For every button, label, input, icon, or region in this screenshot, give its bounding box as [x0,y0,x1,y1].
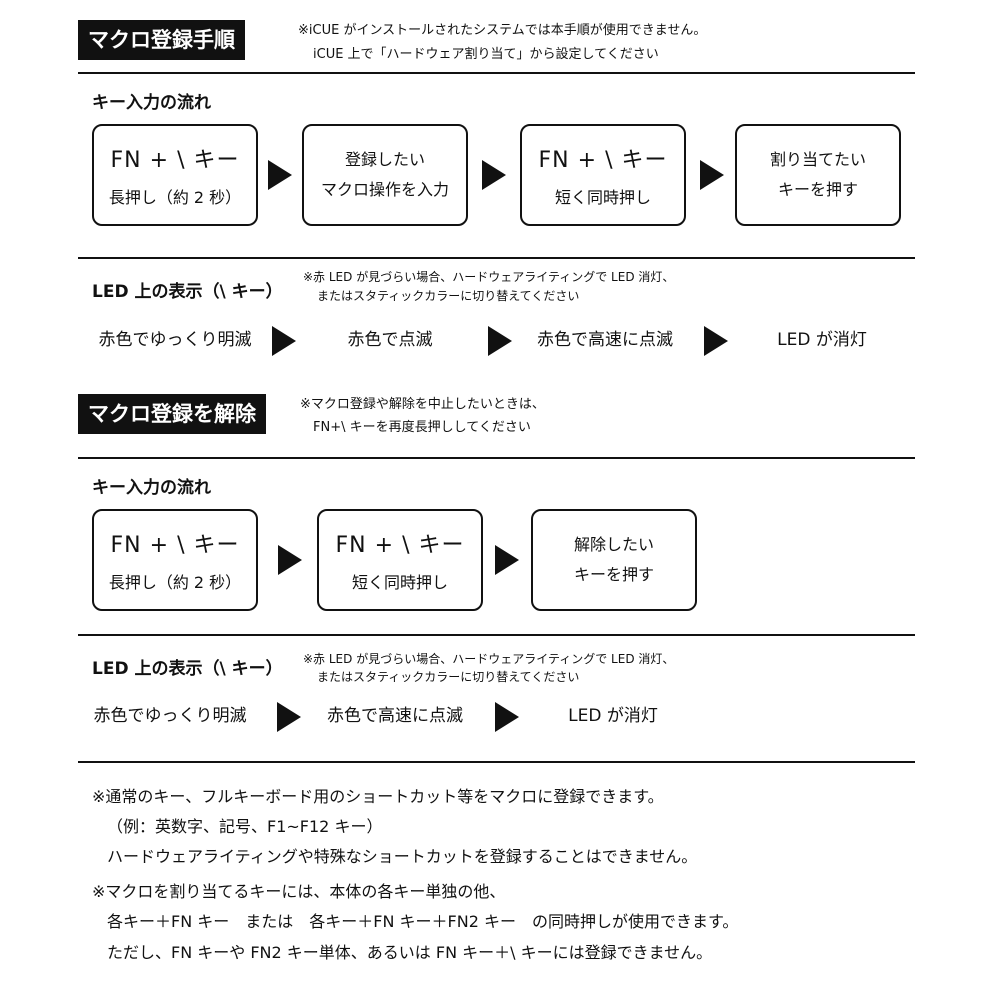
register-step-2: 登録したい マクロ操作を入力 [302,124,468,226]
unregister-note-line-2: FN+\ キーを再度長押ししてください [313,420,531,435]
step-sub-label: 短く同時押し [351,573,448,592]
register-led-heading: LED 上の表示（\ キー） [92,282,283,302]
arrow-right-icon [272,326,296,356]
arrow-right-icon [278,545,302,575]
footnote-4: ※マクロを割り当てるキーには、本体の各キー単独の他、 [92,882,506,901]
step-sub-label: 長押し（約 2 秒） [108,573,242,592]
register-led-note-line-1: ※赤 LED が見づらい場合、ハードウェアライティングで LED 消灯、 [303,270,675,284]
unregister-title-badge: マクロ登録を解除 [78,394,266,434]
register-step-3: FN + \ キー 短く同時押し [520,124,686,226]
arrow-right-icon [268,160,292,190]
step-line-1: 割り当てたい [769,150,866,169]
step-line-2: キーを押す [777,180,858,199]
arrow-right-icon [700,160,724,190]
step-key-label: FN + \ キー [538,148,668,173]
step-line-2: キーを押す [573,565,654,584]
unregister-led-note-line-2: またはスタティックカラーに切り替えてください [317,670,580,684]
step-key-label: FN + \ キー [110,148,240,173]
step-sub-label: 短く同時押し [554,188,651,207]
led-state-fast-blink: 赤色で高速に点滅 [327,706,463,726]
register-step-1: FN + \ キー 長押し（約 2 秒） [92,124,258,226]
divider [78,457,915,459]
unregister-flow-heading: キー入力の流れ [92,478,211,498]
step-key-label: FN + \ キー [335,533,465,558]
footnote-5: 各キー＋FN キー または 各キー＋FN キー＋FN2 キー の同時押しが使用で… [107,912,739,931]
step-key-label: FN + \ キー [110,533,240,558]
arrow-right-icon [704,326,728,356]
unregister-step-1: FN + \ キー 長押し（約 2 秒） [92,509,258,611]
unregister-step-2: FN + \ キー 短く同時押し [317,509,483,611]
led-state-fast-blink: 赤色で高速に点滅 [537,330,673,350]
register-title: マクロ登録手順 [88,28,235,52]
led-state-off: LED が消灯 [777,330,867,350]
divider [78,761,915,763]
arrow-right-icon [277,702,301,732]
divider [78,72,915,74]
led-state-slow-blink: 赤色でゆっくり明滅 [93,706,247,726]
unregister-note-line-1: ※マクロ登録や解除を中止したいときは、 [300,397,545,412]
register-title-badge: マクロ登録手順 [78,20,245,60]
step-line-1: 解除したい [573,535,654,554]
step-line-1: 登録したい [344,150,425,169]
arrow-right-icon [495,702,519,732]
register-flow-heading: キー入力の流れ [92,93,211,113]
arrow-right-icon [482,160,506,190]
register-step-4: 割り当てたい キーを押す [735,124,901,226]
divider [78,634,915,636]
step-line-2: マクロ操作を入力 [320,180,449,199]
register-note-line-2: iCUE 上で「ハードウェア割り当て」から設定してください [313,47,659,62]
footnote-2: （例：英数字、記号、F1~F12 キー） [107,817,383,836]
arrow-right-icon [495,545,519,575]
register-note-line-1: ※iCUE がインストールされたシステムでは本手順が使用できません。 [298,23,707,38]
led-state-slow-blink: 赤色でゆっくり明滅 [98,330,252,350]
unregister-title: マクロ登録を解除 [88,402,256,426]
arrow-right-icon [488,326,512,356]
unregister-led-note-line-1: ※赤 LED が見づらい場合、ハードウェアライティングで LED 消灯、 [303,652,675,666]
unregister-led-heading: LED 上の表示（\ キー） [92,659,283,679]
register-led-note-line-2: またはスタティックカラーに切り替えてください [317,289,580,303]
footnote-3: ハードウェアライティングや特殊なショートカットを登録することはできません。 [107,847,698,866]
led-state-off: LED が消灯 [568,706,658,726]
led-state-blink: 赤色で点滅 [347,330,433,350]
divider [78,257,915,259]
unregister-step-3: 解除したい キーを押す [531,509,697,611]
footnote-6: ただし、FN キーや FN2 キー単体、あるいは FN キー＋\ キーには登録で… [107,943,713,962]
footnote-1: ※通常のキー、フルキーボード用のショートカット等をマクロに登録できます。 [92,787,664,806]
step-sub-label: 長押し（約 2 秒） [108,188,242,207]
